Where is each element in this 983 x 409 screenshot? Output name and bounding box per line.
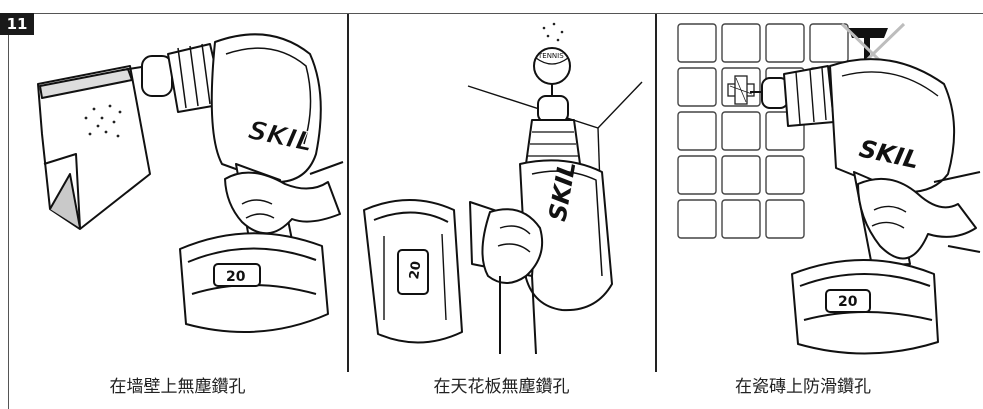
caption-tile-drilling: 在瓷磚上防滑鑽孔 [735,377,871,397]
drill-ceiling-illustration: TENNIS SKIL 20 [363,22,643,355]
panel-divider [655,14,657,372]
panel-ceiling-drilling: TENNIS SKIL 20 [350,14,653,366]
panel-divider [347,14,349,372]
frame-left-border [8,13,9,409]
caption-wall-drilling: 在墙壁上無塵鑽孔 [109,377,246,397]
tennis-ball-label: TENNIS [537,52,564,60]
battery-label: 20 [407,260,424,280]
drill-icon [750,58,981,355]
battery-label: 20 [838,294,858,310]
panel-tile-drilling: SKIL 20 [658,14,983,366]
figure-number-badge: 11 [0,13,34,35]
panel-wall-drilling: SKIL 20 [10,14,345,366]
tile-grid-icon [677,23,849,239]
battery-label: 20 [226,269,246,285]
dust-bag-icon [37,65,151,230]
masking-tape-icon [727,75,755,105]
drill-icon [121,33,344,333]
frame-top-border [0,13,983,14]
drill-wall-illustration: SKIL 20 [37,33,344,333]
drill-tile-illustration: SKIL 20 [677,22,981,355]
caption-ceiling-drilling: 在天花板無塵鑽孔 [433,377,570,397]
